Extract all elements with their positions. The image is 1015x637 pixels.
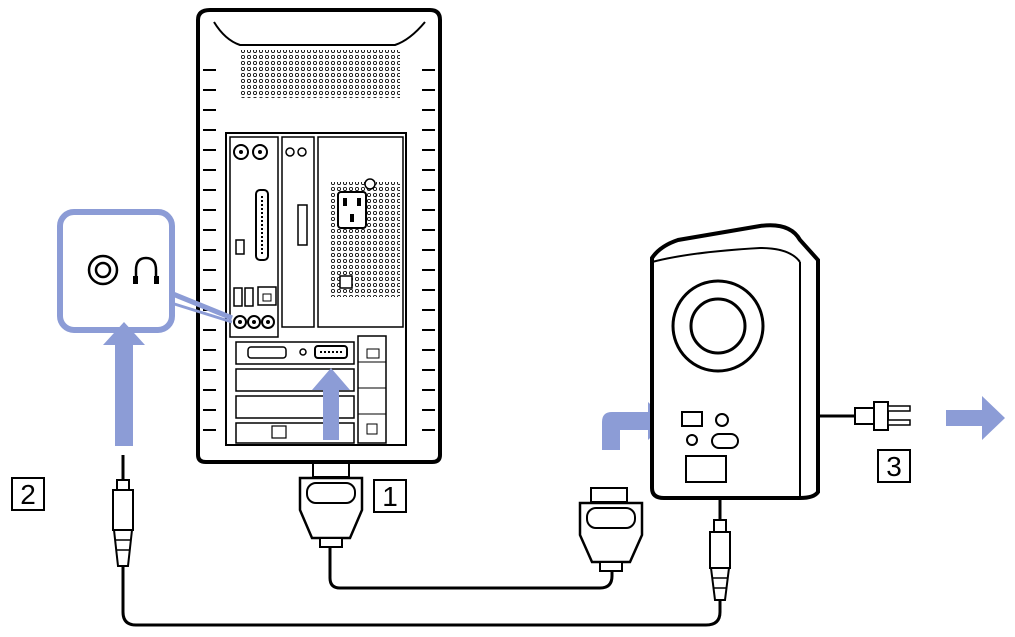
power-supply — [317, 136, 404, 328]
audio-jack-icon — [233, 315, 275, 329]
cable-connector-2 — [578, 487, 644, 572]
headphone-icon — [133, 256, 159, 284]
mini-jack-plug — [112, 455, 134, 567]
rca-plug — [709, 500, 731, 601]
power-socket-icon — [337, 191, 367, 229]
speaker — [650, 223, 820, 500]
step-label-1: 1 — [373, 479, 407, 513]
svg-text:1: 1 — [382, 481, 398, 512]
audio-cable — [112, 455, 731, 627]
lan-port-icon — [257, 286, 277, 306]
audio-jack-icon — [87, 254, 119, 286]
arrow-right-outlet — [946, 396, 1005, 440]
data-cable — [298, 462, 644, 590]
power-cord — [818, 401, 911, 431]
tower-side-ribs — [203, 69, 435, 431]
top-vent — [240, 50, 400, 98]
motherboard-io — [229, 136, 279, 338]
arrow-up-monitor — [312, 368, 350, 440]
svg-text:2: 2 — [20, 479, 36, 510]
step-label-3: 3 — [877, 449, 911, 483]
cable-connector-1 — [298, 462, 364, 548]
svg-text:3: 3 — [886, 451, 902, 482]
step-label-2: 2 — [11, 477, 45, 511]
arrow-up-headphone — [103, 322, 145, 446]
headphone-jack-callout — [57, 209, 233, 333]
pc-tower — [196, 8, 442, 464]
monitor-port-icon — [314, 345, 348, 359]
